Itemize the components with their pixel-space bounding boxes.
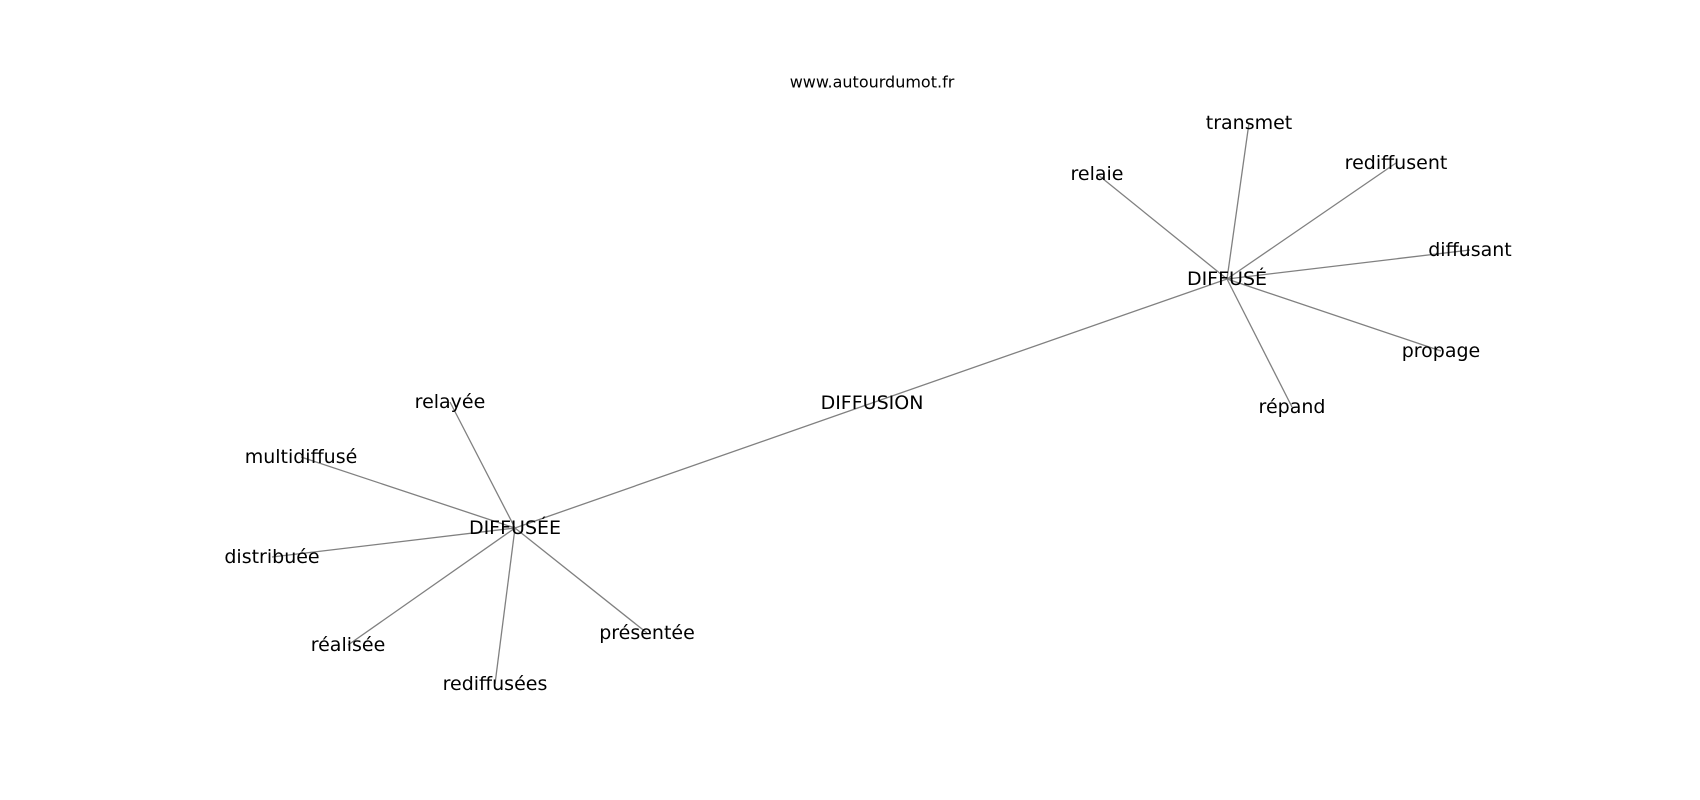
node-transmet: transmet xyxy=(1206,112,1293,134)
node-relayee: relayée xyxy=(415,391,486,413)
edge-diffusee-distribuee xyxy=(271,527,516,558)
node-diffusee: DIFFUSÉE xyxy=(469,516,561,539)
node-diffuse: DIFFUSÉ xyxy=(1187,267,1267,290)
edge-diffuse-repand xyxy=(1226,278,1293,408)
node-rediffusees: rediffusées xyxy=(443,673,548,695)
node-rediffusent: rediffusent xyxy=(1345,152,1448,174)
node-propage: propage xyxy=(1402,340,1481,362)
node-distribuee: distribuée xyxy=(224,546,319,568)
node-diffusion: DIFFUSION xyxy=(821,392,924,414)
edge-diffusion-diffuse xyxy=(871,278,1228,404)
node-multidiffuse: multidiffusé xyxy=(245,446,358,468)
node-relaie: relaie xyxy=(1071,163,1124,185)
edge-diffuse-transmet xyxy=(1226,122,1250,280)
edge-diffusee-realisee xyxy=(347,527,516,646)
node-presentee: présentée xyxy=(599,622,695,644)
node-realisee: réalisée xyxy=(311,634,386,656)
edge-diffuse-rediffusent xyxy=(1226,162,1397,280)
source-label: www.autourdumot.fr xyxy=(790,73,955,92)
edge-diffusee-multidiffuse xyxy=(300,456,516,529)
nodes-layer: DIFFUSION DIFFUSÉ DIFFUSÉE transmet rediffus… xyxy=(224,112,1511,695)
edges-layer xyxy=(271,122,1471,685)
node-repand: répand xyxy=(1259,396,1326,418)
edge-diffusee-presentee xyxy=(514,527,648,634)
edge-diffusee-rediffusees xyxy=(494,527,516,685)
edge-diffusee-relayee xyxy=(449,401,516,529)
edge-diffusion-diffusee xyxy=(514,402,873,529)
edge-diffuse-diffusant xyxy=(1226,249,1471,280)
edge-diffuse-relaie xyxy=(1096,173,1228,280)
node-diffusant: diffusant xyxy=(1428,239,1512,261)
edge-diffuse-propage xyxy=(1226,278,1442,352)
